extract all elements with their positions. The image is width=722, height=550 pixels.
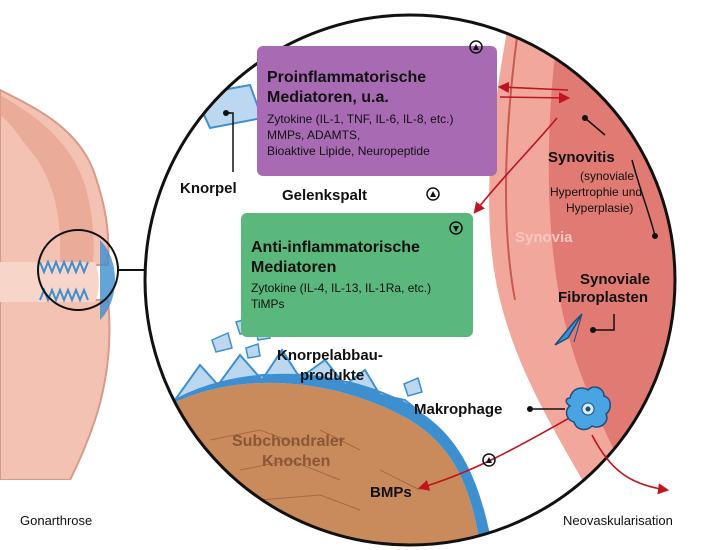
label-gelenkspalt: Gelenkspalt xyxy=(282,187,367,204)
label-bmps: BMPs xyxy=(370,484,412,501)
label-gonarthrose: Gonarthrose xyxy=(20,513,92,528)
label-knorpel: Knorpel xyxy=(180,180,237,197)
pro-title-1: Proinflammatorische xyxy=(267,69,426,86)
label-abbau-2: produkte xyxy=(300,367,364,384)
label-fibro-1: Synoviale xyxy=(580,271,650,288)
pro-line-2: MMPs, ADAMTS, xyxy=(267,128,360,142)
pro-title-2: Mediatoren, u.a. xyxy=(267,89,389,106)
label-makrophage: Makrophage xyxy=(414,401,502,418)
label-synovitis: Synovitis xyxy=(548,149,615,166)
label-neovaskularisation: Neovaskularisation xyxy=(563,513,673,528)
proinflammatory-box: Proinflammatorische Mediatoren, u.a. Zyt… xyxy=(257,41,497,176)
label-abbau-1: Knorpelabbau- xyxy=(277,347,383,364)
anti-title-2: Mediatoren xyxy=(251,259,336,276)
knee-illustration xyxy=(0,90,115,480)
label-synovia: Synovia xyxy=(515,229,573,246)
label-synovitis-sub2: Hypertrophie und xyxy=(550,185,642,199)
pro-line-3: Bioaktive Lipide, Neuropeptide xyxy=(267,144,430,158)
anti-line-1: Zytokine (IL-4, IL-13, IL-1Ra, etc.) xyxy=(251,281,431,295)
antiinflammatory-box: Anti-inflammatorische Mediatoren Zytokin… xyxy=(241,213,473,337)
anti-title-1: Anti-inflammatorische xyxy=(251,239,420,256)
label-knochen-2: Knochen xyxy=(262,453,330,470)
label-synovitis-sub3: Hyperplasie) xyxy=(566,201,633,215)
label-knochen-1: Subchondraler xyxy=(232,433,345,450)
anti-line-2: TiMPs xyxy=(251,297,285,311)
label-synovitis-sub1: (synoviale xyxy=(580,169,634,183)
pro-line-1: Zytokine (IL-1, TNF, IL-6, IL-8, etc.) xyxy=(267,112,454,126)
label-fibro-2: Fibroplasten xyxy=(558,289,648,306)
